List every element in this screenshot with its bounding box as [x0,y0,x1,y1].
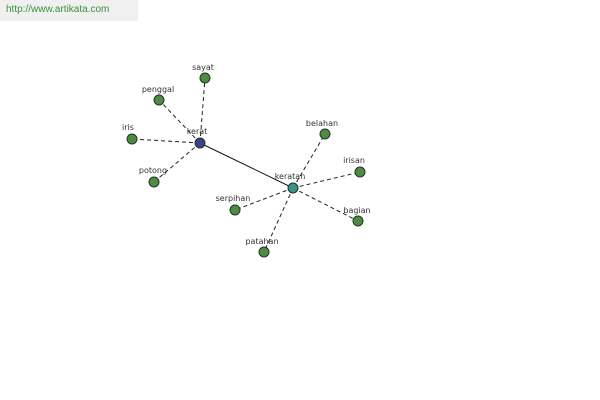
node-bagian[interactable] [352,215,364,227]
edge-keratan-irisan [292,171,361,189]
nodes-layer [126,72,366,258]
edge-keratan-patahan [263,187,294,253]
node-patahan[interactable] [258,246,270,258]
node-label-sayat: sayat [192,63,214,72]
edge-kerat-sayat [199,77,206,144]
edge-kerat-iris [131,138,201,144]
node-label-potong: potong [139,166,167,175]
node-label-serpihan: serpihan [216,194,251,203]
edge-kerat-penggal [158,99,201,144]
edge-kerat-potong [153,142,201,183]
node-label-patahan: patahan [245,237,278,246]
node-label-penggal: penggal [142,85,174,94]
node-label-bagian: bagian [343,206,370,215]
node-iris[interactable] [126,133,138,145]
node-keratan[interactable] [287,182,299,194]
node-belahan[interactable] [319,128,331,140]
node-penggal[interactable] [153,94,165,106]
source-url: http://www.artikata.com [0,0,138,21]
edge-kerat-keratan [199,142,294,189]
node-sayat[interactable] [199,72,211,84]
edge-keratan-belahan [292,133,326,189]
node-kerat[interactable] [194,137,206,149]
node-irisan[interactable] [354,166,366,178]
node-label-belahan: belahan [306,119,338,128]
node-label-kerat: kerat [187,127,208,136]
edges-layer [131,77,361,253]
edge-keratan-bagian [292,187,359,222]
node-label-keratan: keratan [275,172,306,181]
labels-layer: kerat keratan sayat penggal iris potong belaha… [122,63,371,246]
node-label-irisan: irisan [343,156,365,165]
node-serpihan[interactable] [229,204,241,216]
node-potong[interactable] [148,176,160,188]
node-label-iris: iris [122,123,134,132]
edge-keratan-serpihan [234,187,294,211]
